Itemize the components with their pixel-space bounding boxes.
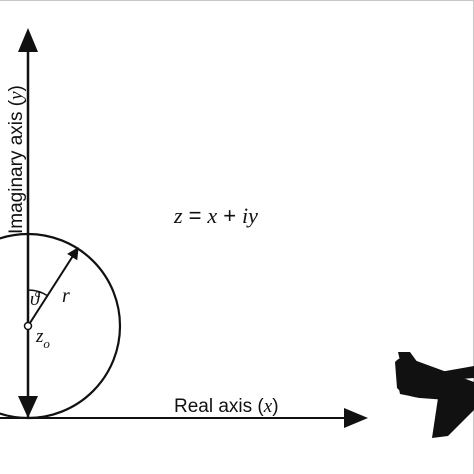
- angle-arc: [27, 289, 49, 297]
- radius-arrow: [27, 246, 79, 327]
- center-label: zo: [35, 326, 50, 351]
- radius-label: r: [62, 285, 70, 307]
- equation: z=x+iy: [173, 203, 258, 228]
- airplane-silhouette-icon: [395, 352, 474, 438]
- angle-label: ϑ: [30, 289, 41, 310]
- real-axis-label: Real axis (x): [174, 396, 279, 417]
- imaginary-axis-label: Imaginary axis (y): [6, 85, 27, 234]
- real-axis-arrowhead: [344, 408, 368, 428]
- imaginary-axis-arrowhead: [18, 28, 38, 52]
- center-point: [23, 321, 33, 331]
- diameter-arrowhead: [18, 396, 38, 418]
- circle: [0, 232, 122, 420]
